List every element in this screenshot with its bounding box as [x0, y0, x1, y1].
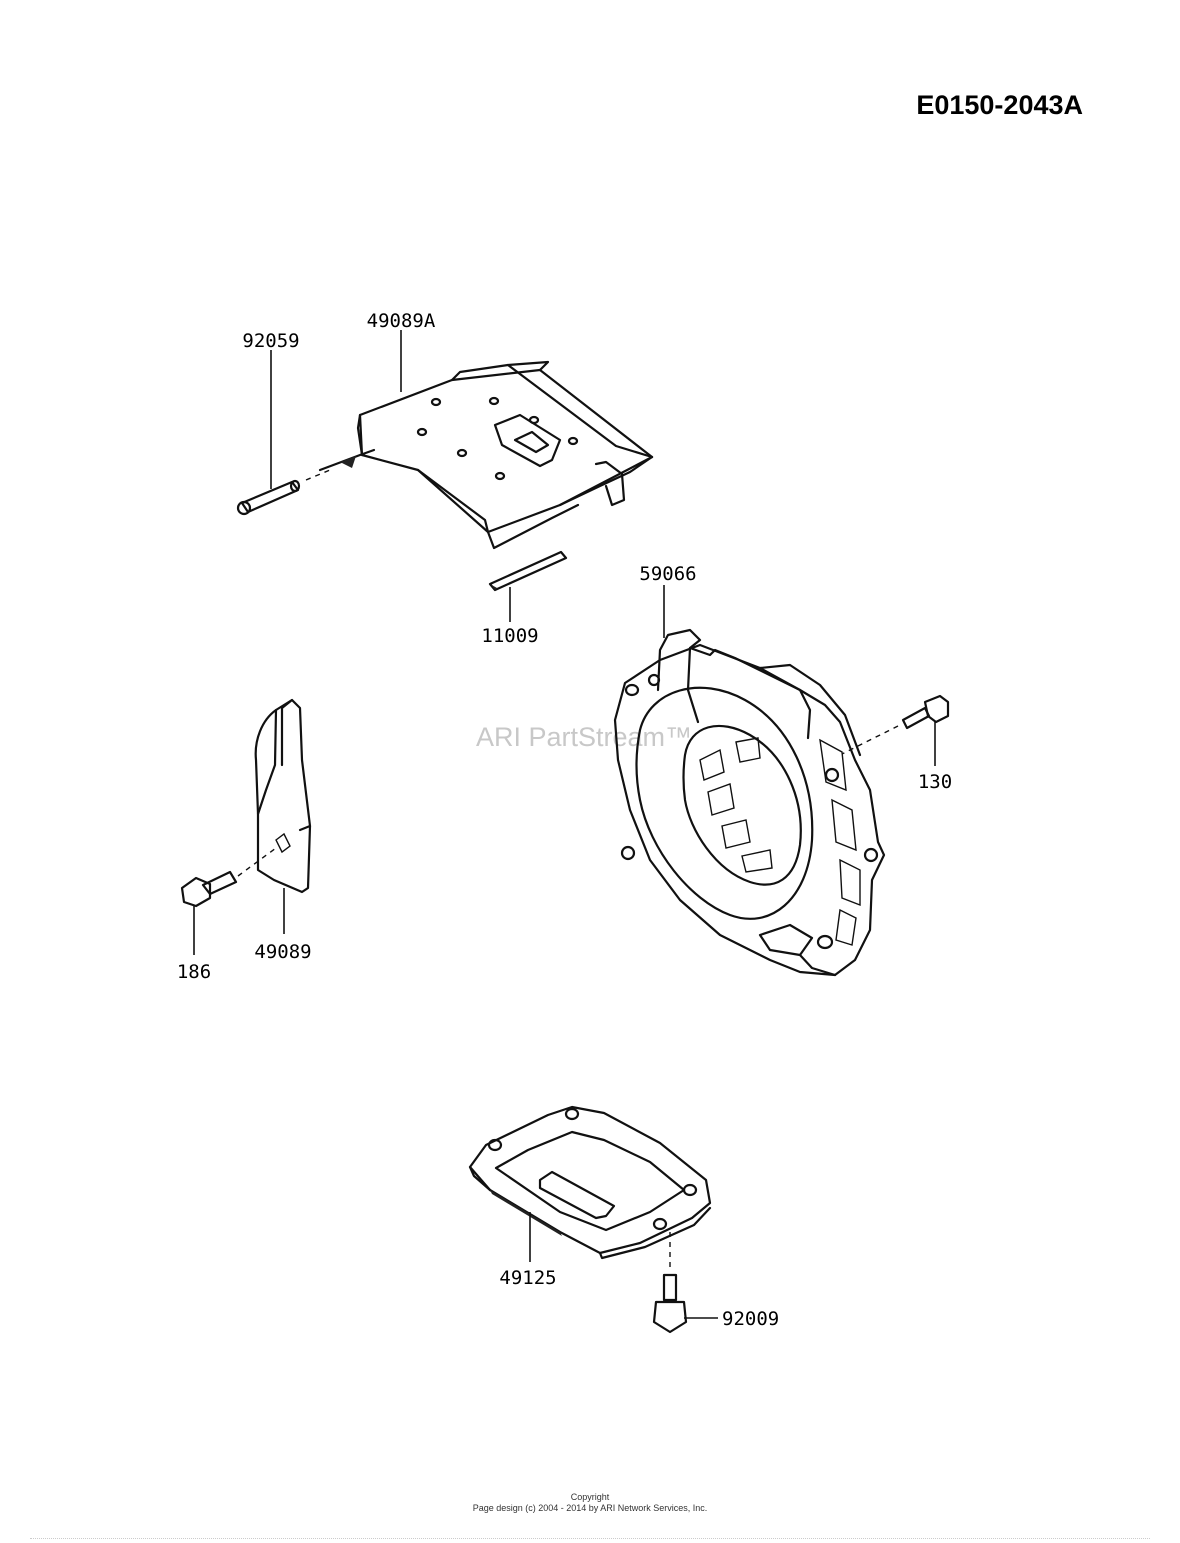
- label-49089A[interactable]: 49089A: [367, 310, 436, 332]
- watermark: ARI PartStream™: [476, 722, 692, 752]
- footer-divider: [30, 1538, 1150, 1539]
- part-92059-pin[interactable]: [236, 469, 331, 516]
- label-92009[interactable]: 92009: [722, 1308, 779, 1330]
- part-11009-strip[interactable]: [488, 550, 568, 592]
- part-59066-fan-housing[interactable]: [613, 628, 886, 977]
- label-130[interactable]: 130: [918, 771, 952, 793]
- footer-copyright: Copyright: [570, 1492, 610, 1502]
- part-49089-shield[interactable]: [254, 698, 312, 894]
- footer: Copyright Page design (c) 2004 - 2014 by…: [0, 1492, 1180, 1514]
- footer-page-design: Page design (c) 2004 - 2014 by ARI Netwo…: [472, 1503, 708, 1513]
- label-49089[interactable]: 49089: [254, 941, 311, 963]
- part-130-bolt[interactable]: [841, 694, 950, 755]
- label-186[interactable]: 186: [177, 961, 211, 983]
- label-92059[interactable]: 92059: [242, 330, 299, 352]
- diagram-code: E0150-2043A: [916, 90, 1083, 120]
- label-49125[interactable]: 49125: [499, 1267, 556, 1289]
- label-11009[interactable]: 11009: [481, 625, 538, 647]
- part-186-bolt[interactable]: [180, 847, 277, 908]
- label-59066[interactable]: 59066: [639, 563, 696, 585]
- part-49089A-plate[interactable]: [318, 360, 654, 550]
- part-49125-gasket[interactable]: [468, 1105, 712, 1260]
- part-92009-bolt[interactable]: [652, 1232, 688, 1334]
